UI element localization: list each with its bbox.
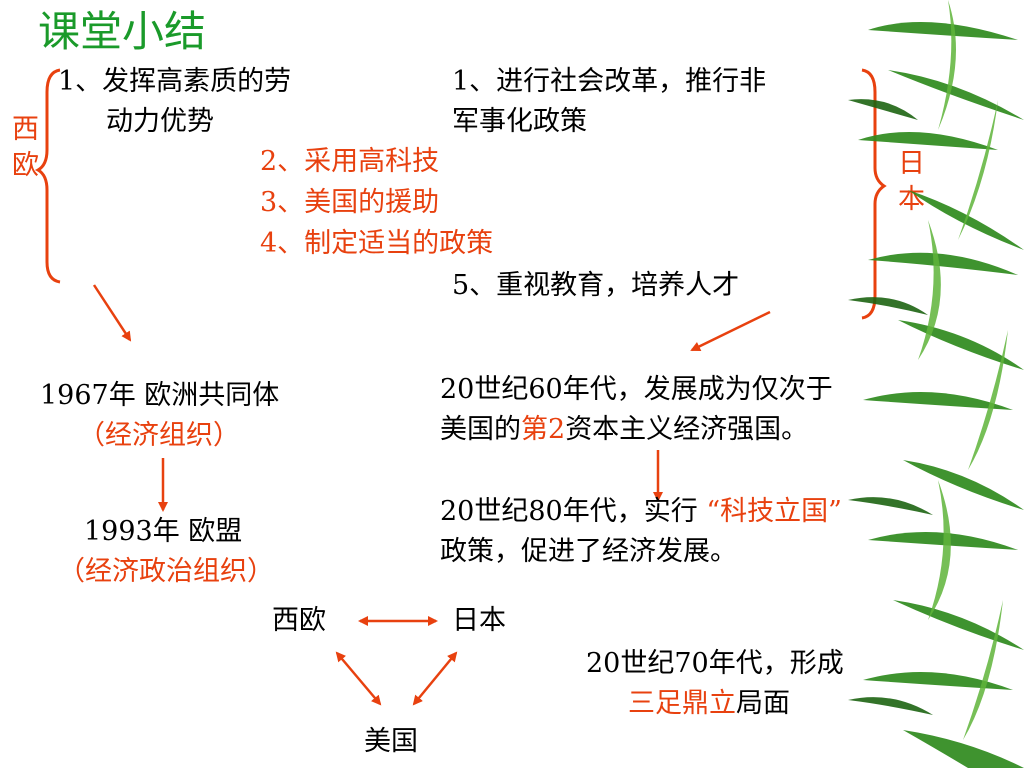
common-item2: 2、采用高科技 [260, 146, 440, 177]
common-item3: 3、美国的援助 [260, 187, 440, 218]
eu-1967-note: （经济组织） [78, 420, 240, 451]
bracket-label-west-europe: 西 欧 [12, 114, 39, 181]
japan-60s-line2: 美国的第2资本主义经济强国。 [440, 410, 808, 450]
bracket-label-japan: 日 本 [898, 148, 925, 215]
triangle-west-europe: 西欧 [272, 605, 326, 636]
japan-80s-line1: 20世纪80年代，实行 “科技立国” [440, 492, 842, 532]
left-brace [34, 68, 61, 284]
japan-item5: 5、重视教育，培养人才 [452, 270, 740, 301]
arrow-west-to-1967 [92, 284, 132, 342]
tripartite-line2: 三足鼎立局面 [628, 684, 790, 724]
west-europe-item1-line1: 1、发挥高素质的劳 [58, 66, 292, 97]
tripartite-line2-b: 局面 [736, 688, 790, 719]
japan-60s-line2-b: 第2 [521, 414, 566, 445]
japan-60s-line2-c: 资本主义经济强国。 [565, 414, 809, 445]
japan-80s-line1-b: “科技立国” [706, 496, 842, 527]
bamboo-decoration [848, 0, 1024, 768]
japan-80s-line2: 政策，促进了经济发展。 [440, 536, 737, 567]
triangle-japan: 日本 [452, 605, 506, 636]
arrow-japan-usa [412, 651, 458, 706]
japan-60s-line1: 20世纪60年代，发展成为仅次于 [440, 374, 833, 405]
eu-1993-note: （经济政治组织） [58, 556, 274, 587]
triangle-usa: 美国 [364, 726, 418, 757]
japan-60s-line2-a: 美国的 [440, 414, 521, 445]
eu-1993: 1993年 欧盟 [84, 516, 243, 547]
common-item4: 4、制定适当的政策 [260, 228, 494, 259]
tripartite-line1: 20世纪70年代，形成 [586, 648, 844, 679]
page-title: 课堂小结 [38, 7, 207, 56]
japan-80s-line1-a: 20世纪80年代，实行 [440, 496, 698, 527]
right-brace [861, 68, 887, 320]
arrow-japan-to-60s [690, 310, 771, 352]
west-europe-item1-line2: 动力优势 [106, 106, 214, 137]
japan-item1-line2: 军事化政策 [452, 106, 587, 137]
arrow-we-usa [335, 651, 382, 706]
eu-1967: 1967年 欧洲共同体 [40, 380, 280, 411]
japan-item1-line1: 1、进行社会改革，推行非 [452, 66, 767, 97]
tripartite-line2-a: 三足鼎立 [628, 688, 736, 719]
